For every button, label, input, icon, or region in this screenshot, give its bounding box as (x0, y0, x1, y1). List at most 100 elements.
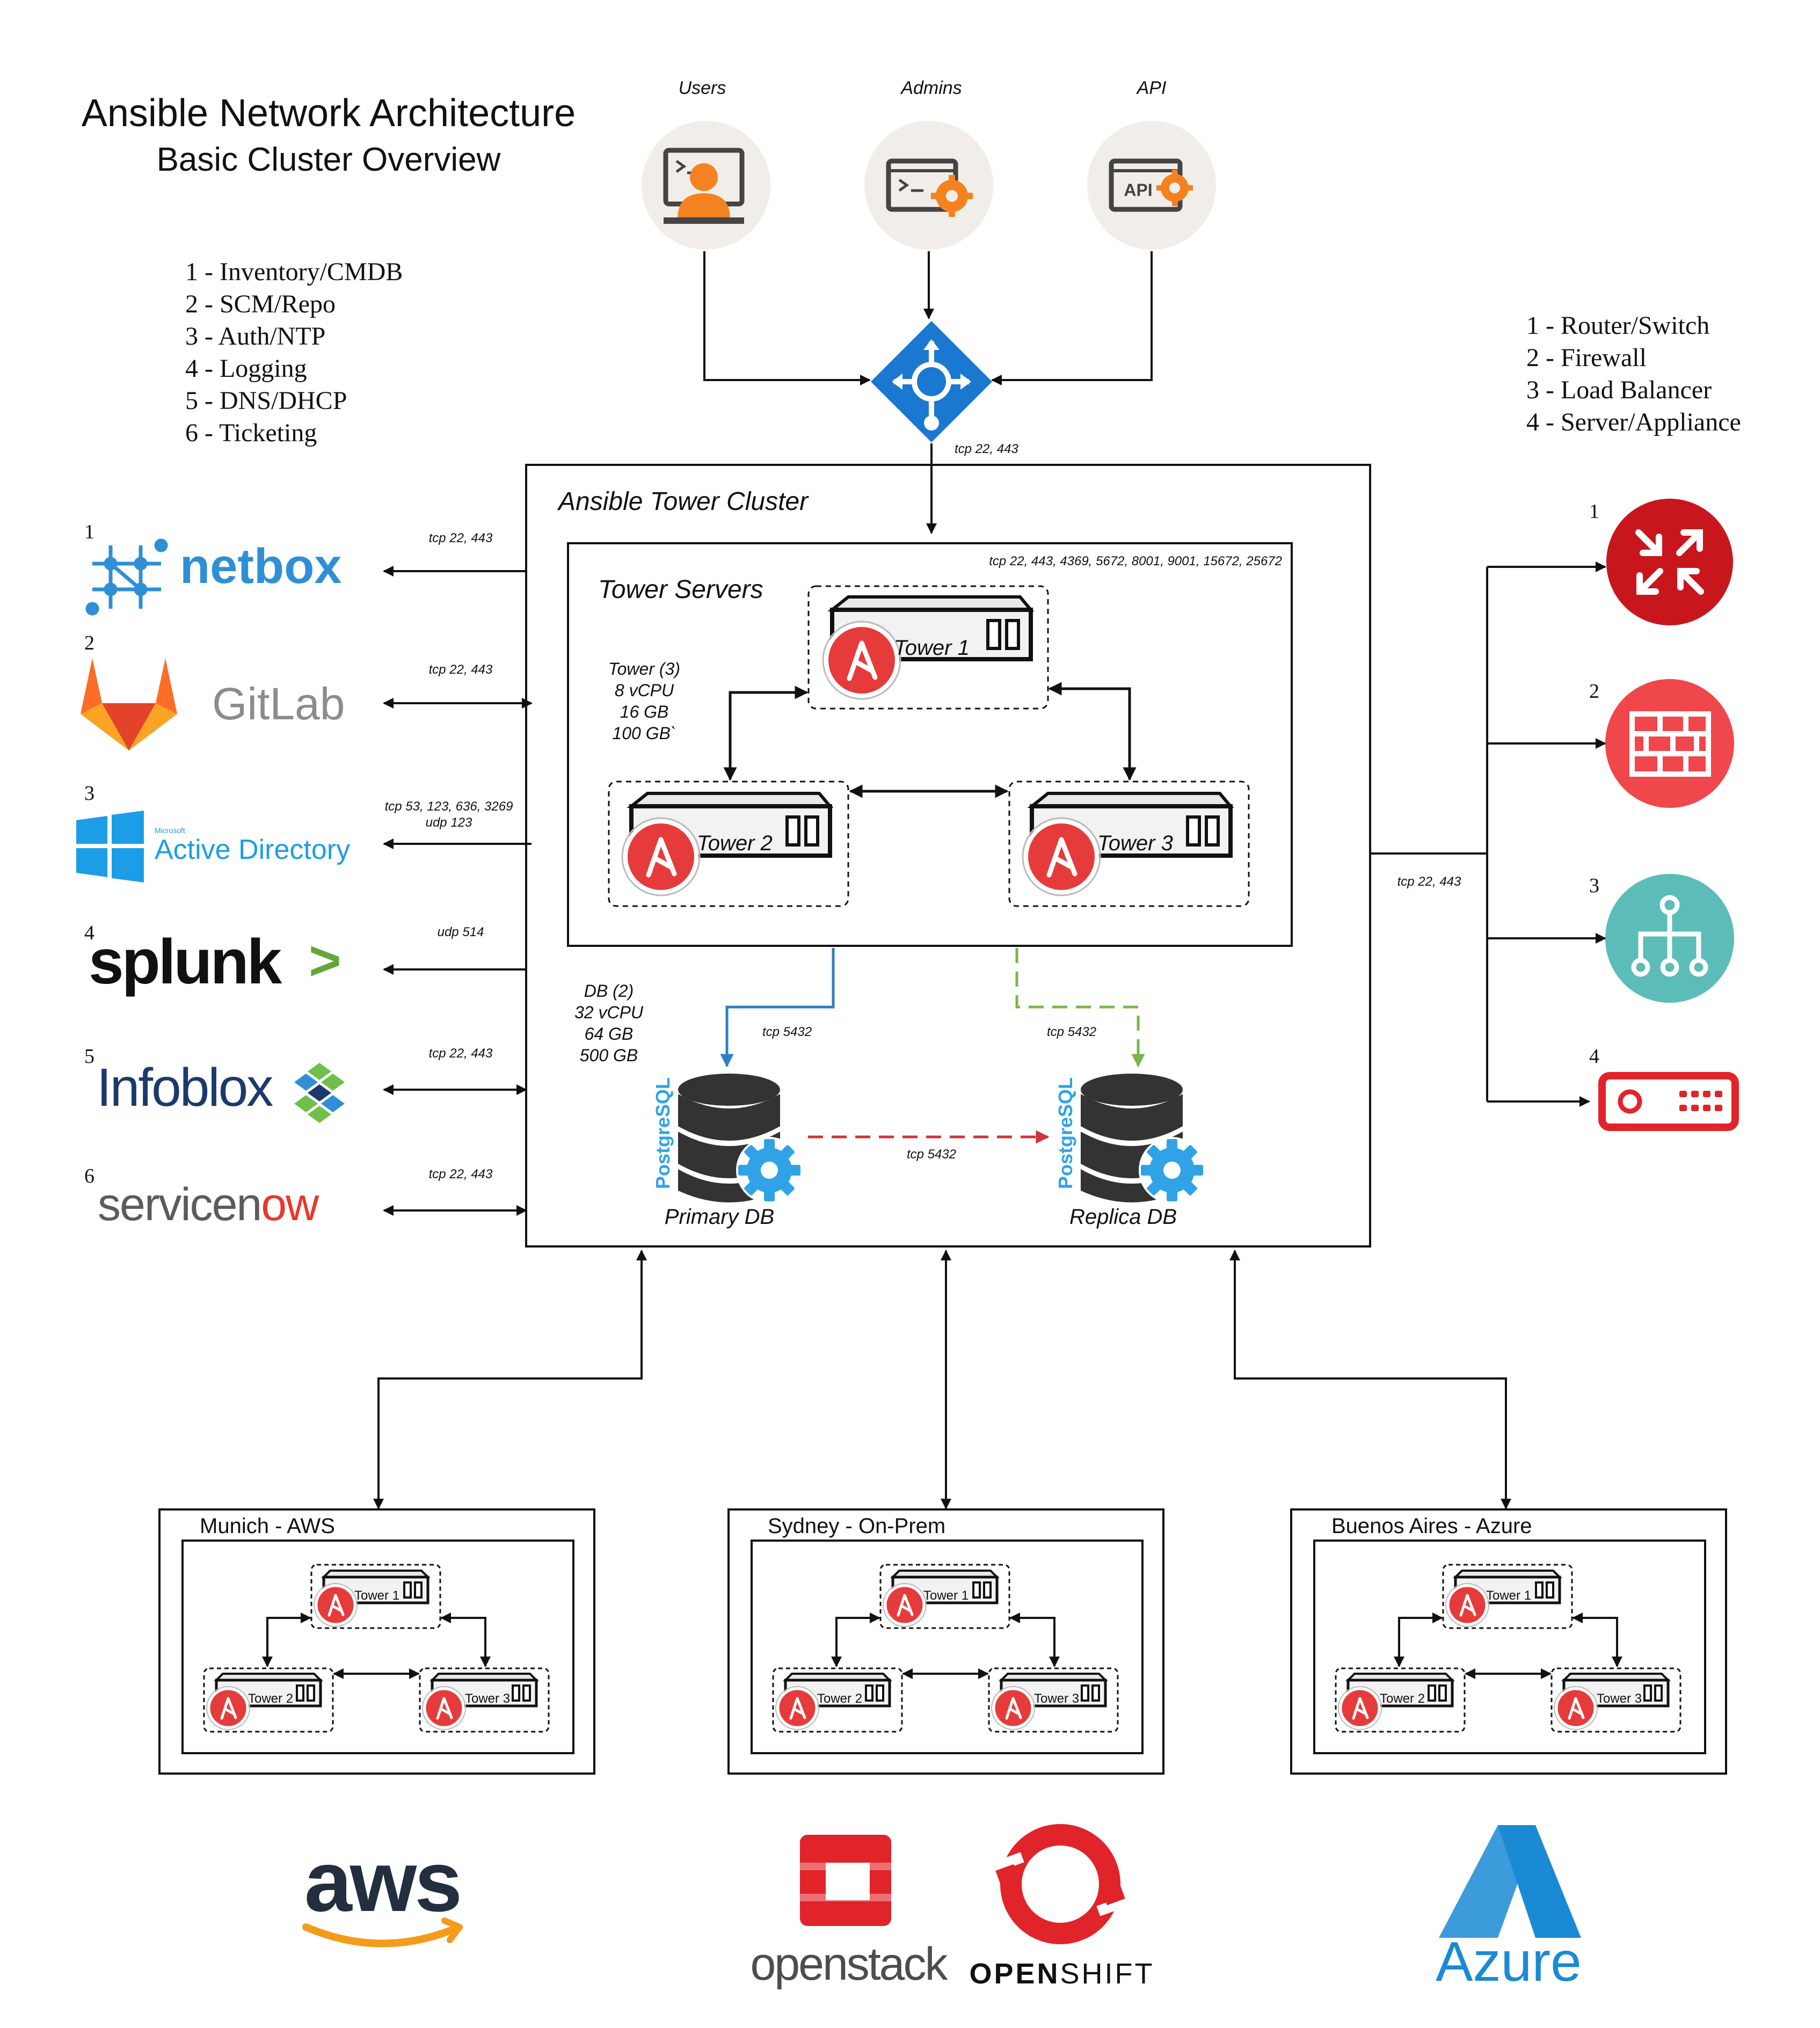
system-gitlab: 2 GitLab tcp 22, 443 (81, 632, 493, 750)
system-number: 1 (84, 521, 94, 543)
tower-1-node: Tower 1 (807, 585, 1049, 710)
legend-item: 4 - Logging (185, 354, 307, 383)
spec-line: 100 GB` (612, 724, 676, 743)
tower-3-node: Tower 3 (1008, 780, 1250, 907)
actor-connectors (703, 251, 1153, 385)
site-title: Sydney - On-Prem (768, 1514, 945, 1538)
mini-tower-label: Tower 2 (817, 1691, 862, 1706)
site-munich: Munich - AWS Tower 1 Tower 2 Tower 3 (158, 1508, 595, 1775)
system-active-directory: 3 Microsoft Active Directory tcp 53, 123… (76, 782, 513, 882)
firewall-brick-icon (1629, 711, 1711, 777)
admins-icon-bg (864, 121, 993, 250)
mini-tower-label: Tower 1 (1486, 1588, 1531, 1603)
servicenow-text-a: servicen (98, 1179, 261, 1230)
port-label: tcp 22, 443 (429, 531, 493, 545)
cluster-title: Ansible Tower Cluster (557, 487, 809, 516)
user-terminal-icon (663, 148, 745, 224)
windows-logo-icon (76, 811, 144, 882)
legend-item: 6 - Ticketing (185, 419, 317, 447)
actor-label: Admins (900, 78, 962, 98)
legend-item: 3 - Auth/NTP (185, 322, 325, 351)
openshift-logo: OPENSHIFT (969, 1824, 1154, 1990)
system-number: 5 (84, 1045, 94, 1068)
system-netbox: 1 netbox tcp 22, 443 (84, 521, 493, 616)
power-icon (1618, 1089, 1642, 1114)
system-number: 6 (84, 1165, 94, 1187)
spec-line: 500 GB (580, 1046, 638, 1065)
spec-line: 32 vCPU (574, 1003, 644, 1022)
port-label: udp 514 (438, 925, 484, 939)
splunk-wordmark: splunk (89, 927, 282, 997)
netbox-wordmark: netbox (180, 539, 342, 594)
mini-tower-label: Tower 2 (248, 1691, 293, 1706)
legend-item: 2 - SCM/Repo (185, 290, 336, 318)
db-port-label: tcp 5432 (907, 1147, 956, 1162)
actor-label: Users (679, 78, 726, 98)
openstack-logo: openstack (750, 1835, 950, 1990)
aws-wordmark: aws (304, 1833, 460, 1929)
system-number: 4 (84, 922, 94, 944)
mini-tower-label: Tower 1 (923, 1588, 969, 1603)
site-buenos-aires: Buenos Aires - Azure Tower 1 Tower 2 Tow… (1290, 1508, 1727, 1775)
tower-label: Tower 2 (697, 831, 773, 855)
active-directory-wordmark: Active Directory (155, 834, 350, 865)
system-servicenow: 6 servicenow tcp 22, 443 (84, 1165, 493, 1230)
db-port-label: tcp 5432 (762, 1025, 812, 1039)
db-spec: DB (2) 32 vCPU 64 GB 500 GB (574, 981, 644, 1065)
left-connectors (383, 566, 533, 1216)
db-label: Replica DB (1069, 1205, 1177, 1229)
device-number: 2 (1589, 680, 1599, 703)
load-balancer-icon (871, 321, 992, 442)
mini-tower-label: Tower 1 (354, 1588, 399, 1603)
openshift-wordmark: OPENSHIFT (969, 1958, 1154, 1990)
tower-servers-title: Tower Servers (598, 575, 763, 604)
right-legend: 1 - Router/Switch 2 - Firewall 3 - Load … (1526, 311, 1741, 436)
mini-tower-label: Tower 3 (465, 1691, 510, 1706)
device-appliance: 4 (1589, 1045, 1739, 1131)
gitlab-wordmark: GitLab (212, 679, 345, 729)
replica-db-icon: PostgreSQL Replica DB (1054, 1074, 1205, 1229)
device-firewall: 2 (1589, 679, 1734, 808)
port-label: tcp 22, 443 (429, 1046, 493, 1061)
servicenow-text-b: o (261, 1179, 286, 1230)
mini-tower-label: Tower 3 (1597, 1691, 1642, 1706)
db-port-label: tcp 5432 (1047, 1025, 1096, 1039)
openstack-cube-icon (800, 1835, 891, 1926)
azure-wordmark: Azure (1436, 1931, 1582, 1993)
aws-logo: aws (302, 1833, 463, 1947)
db-label: Primary DB (665, 1205, 774, 1229)
right-port-label: tcp 22, 443 (1397, 874, 1461, 889)
port-label: tcp 22, 443 (429, 662, 493, 677)
azure-logo: Azure (1436, 1825, 1582, 1993)
system-infoblox: 5 Infoblox tcp 22, 443 (84, 1045, 493, 1123)
infoblox-wordmark: Infoblox (97, 1057, 273, 1118)
replica-db-link (1015, 948, 1145, 1068)
spec-line: Tower (3) (608, 659, 680, 679)
device-number: 4 (1589, 1045, 1599, 1068)
tower-interconnects (723, 682, 1137, 798)
servicenow-wordmark: servicenow (98, 1179, 319, 1230)
gitlab-fox-icon (81, 658, 177, 750)
diagram-title: Ansible Network Architecture (82, 92, 576, 135)
site-connectors (373, 1250, 1511, 1509)
openshift-ring-icon (990, 1824, 1131, 1944)
tower-spec: Tower (3) 8 vCPU 16 GB 100 GB` (608, 659, 680, 743)
right-connectors (1370, 561, 1606, 1107)
port-label: tcp 53, 123, 636, 3269 (385, 799, 513, 814)
hierarchy-icon (1631, 895, 1708, 977)
primary-db-icon: PostgreSQL Primary DB (652, 1074, 803, 1229)
spec-line: 16 GB (620, 702, 669, 721)
spec-line: 8 vCPU (615, 681, 674, 700)
site-sydney: Sydney - On-Prem Tower 1 Tower 2 Tower 3 (727, 1508, 1164, 1775)
actor-api: API API (1087, 78, 1216, 250)
device-load-balancer: 3 (1589, 874, 1734, 1003)
api-icon: API (1109, 158, 1193, 212)
device-number: 1 (1589, 500, 1599, 523)
diagram-subtitle: Basic Cluster Overview (157, 141, 501, 178)
system-number: 2 (84, 632, 94, 654)
splunk-chevron: > (309, 930, 341, 992)
lb-port-label: tcp 22, 443 (955, 442, 1018, 456)
port-label: udp 123 (426, 815, 472, 830)
admin-console-icon (886, 158, 973, 217)
